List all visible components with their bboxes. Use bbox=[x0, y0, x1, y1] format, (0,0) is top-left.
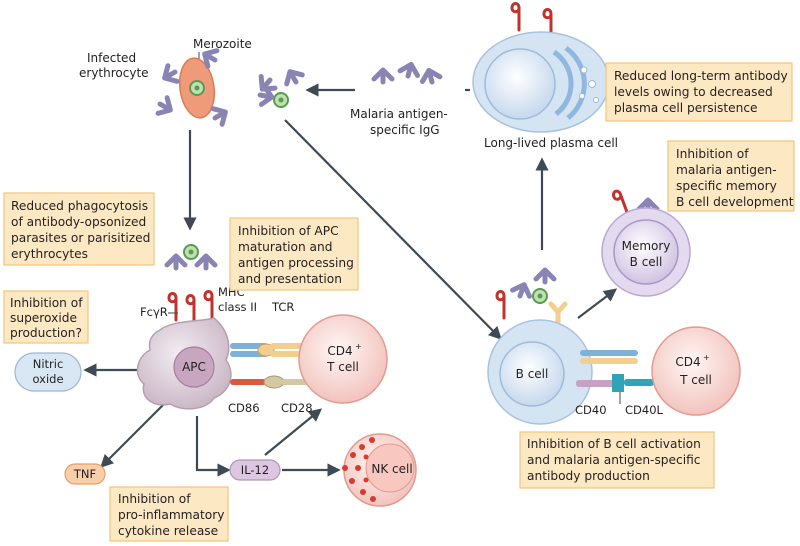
svg-text:maturation and: maturation and bbox=[238, 240, 332, 254]
svg-text:Inhibition of: Inhibition of bbox=[676, 147, 749, 161]
arrow-apc-to-tnf bbox=[100, 399, 169, 468]
merozoite-label: Merozoite bbox=[193, 37, 252, 51]
nk-cell: NK cell bbox=[342, 433, 417, 507]
arrow-apc-to-il12 bbox=[195, 416, 231, 477]
nitric-oxide-label-2: oxide bbox=[32, 372, 63, 386]
cd4-t-cell-right: CD4 + T cell bbox=[651, 326, 741, 416]
svg-text:antibody production: antibody production bbox=[527, 469, 650, 483]
box-phagocytosis: Reduced phagocytosis of antibody-opsoniz… bbox=[3, 192, 155, 266]
svg-text:pro-inflammatory: pro-inflammatory bbox=[118, 508, 225, 522]
svg-text:antigen processing: antigen processing bbox=[238, 256, 354, 270]
tcr-label: TCR bbox=[271, 300, 294, 314]
svg-text:plasma cell persistence: plasma cell persistence bbox=[614, 101, 758, 115]
memory-cell-label-1: Memory bbox=[622, 239, 671, 253]
b-cell: B cell CD40 CD40L bbox=[487, 270, 664, 425]
cd4-t-cell-left: CD4 + T cell bbox=[298, 314, 388, 404]
box-cytokine: Inhibition of pro-inflammatory cytokine … bbox=[109, 486, 229, 542]
tcell-right-label-2: T cell bbox=[679, 373, 712, 387]
arrows bbox=[83, 83, 618, 477]
svg-text:parasites or parisitized: parasites or parisitized bbox=[11, 231, 150, 245]
erythrocyte-label-1: Infected bbox=[87, 51, 136, 65]
tcell-right-label-1: CD4 bbox=[675, 355, 700, 369]
cd28-label: CD28 bbox=[281, 401, 313, 415]
svg-text:and malaria antigen-specific: and malaria antigen-specific bbox=[527, 453, 701, 467]
arrow-bcell-to-memory bbox=[577, 288, 618, 319]
box-apc-maturation: Inhibition of APC maturation and antigen… bbox=[229, 217, 359, 291]
mhc-label-2: class II bbox=[218, 300, 257, 314]
free-merozoite bbox=[255, 67, 303, 107]
svg-text:Inhibition of: Inhibition of bbox=[118, 492, 191, 506]
apc-label: APC bbox=[182, 360, 206, 374]
tcell-left-label-2: T cell bbox=[326, 360, 359, 374]
memory-cell-label-2: B cell bbox=[630, 255, 663, 269]
il12: IL-12 bbox=[229, 459, 281, 481]
b-cell-label: B cell bbox=[516, 367, 549, 381]
igg-label-2: specific IgG bbox=[370, 123, 440, 137]
box-memory-inhibition: Inhibition of malaria antigen- specific … bbox=[667, 140, 795, 212]
memory-b-cell: Memory B cell bbox=[601, 188, 691, 297]
fcgr-label: FcγR bbox=[140, 305, 168, 319]
box-superoxide: Inhibition of superoxide production? bbox=[3, 290, 89, 344]
tnf: TNF bbox=[64, 463, 106, 485]
tcell-left-label-1: CD4 bbox=[327, 344, 352, 358]
cd40-label: CD40 bbox=[575, 403, 607, 417]
plasma-cell-label: Long-lived plasma cell bbox=[484, 136, 618, 150]
nitric-oxide: Nitric oxide bbox=[14, 352, 82, 392]
tcell-right-plus: + bbox=[703, 353, 710, 362]
cd40l-label: CD40L bbox=[625, 403, 664, 417]
svg-text:Inhibition of B cell activatio: Inhibition of B cell activation bbox=[527, 437, 701, 451]
nitric-oxide-label-1: Nitric bbox=[33, 357, 64, 371]
igg-label-1: Malaria antigen- bbox=[350, 107, 448, 121]
nk-cell-label: NK cell bbox=[371, 462, 412, 476]
infected-erythrocyte: Infected erythrocyte Merozoite bbox=[79, 37, 252, 126]
igg-antibodies: Malaria antigen- specific IgG bbox=[350, 62, 448, 137]
tcell-left-plus: + bbox=[355, 342, 362, 351]
svg-text:cytokine release: cytokine release bbox=[118, 524, 218, 538]
svg-text:Reduced long-term antibody: Reduced long-term antibody bbox=[614, 69, 788, 83]
cd86-label: CD86 bbox=[228, 401, 260, 415]
erythrocyte-label-2: erythrocyte bbox=[79, 66, 149, 80]
svg-text:of antibody-opsonized: of antibody-opsonized bbox=[11, 215, 146, 229]
svg-text:erythrocytes: erythrocytes bbox=[11, 247, 88, 261]
tnf-label: TNF bbox=[73, 467, 96, 481]
svg-text:B cell development: B cell development bbox=[676, 195, 794, 209]
arrow-merozoite-to-bcell bbox=[284, 119, 502, 340]
svg-text:levels owing to decreased: levels owing to decreased bbox=[614, 85, 773, 99]
svg-text:Reduced phagocytosis: Reduced phagocytosis bbox=[11, 199, 148, 213]
svg-text:superoxide: superoxide bbox=[10, 311, 77, 325]
svg-text:Inhibition of APC: Inhibition of APC bbox=[238, 224, 339, 238]
svg-text:malaria antigen-: malaria antigen- bbox=[676, 163, 777, 177]
arrow-il12-to-tcell bbox=[264, 408, 323, 456]
long-lived-plasma-cell: Long-lived plasma cell bbox=[472, 2, 618, 150]
il12-label: IL-12 bbox=[241, 463, 269, 477]
apc-bound-complex bbox=[167, 244, 215, 324]
svg-text:production?: production? bbox=[10, 326, 82, 340]
svg-text:specific memory: specific memory bbox=[676, 179, 777, 193]
svg-text:Inhibition of: Inhibition of bbox=[10, 296, 83, 310]
box-b-cell-activation: Inhibition of B cell activation and mala… bbox=[519, 431, 715, 489]
box-reduced-antibody: Reduced long-term antibody levels owing … bbox=[605, 62, 793, 122]
svg-text:and presentation: and presentation bbox=[238, 272, 342, 286]
